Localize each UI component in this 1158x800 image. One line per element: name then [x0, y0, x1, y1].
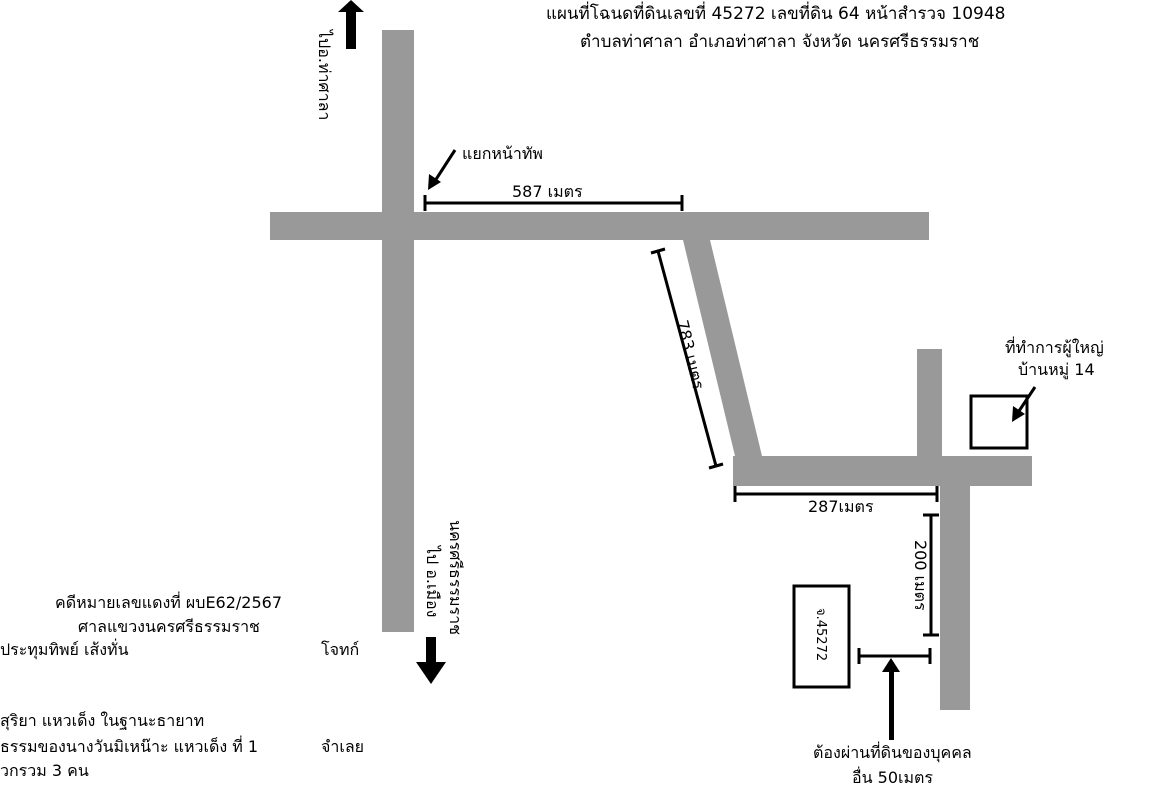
label-pass-1: ต้องผ่านที่ดินของบุคคล	[813, 743, 972, 762]
label-headman-2: บ้านหมู่ 14	[1018, 360, 1095, 379]
arrow-down-icon	[416, 637, 446, 684]
headman-office-box	[969, 394, 1029, 450]
case-defendant-2: ธรรมของนางวันมิเหน๊าะ แหวเด็ง ที่ 1	[0, 737, 259, 756]
label-dist-200: 200 เมตร	[911, 540, 930, 611]
case-defendant-role: จำเลย	[321, 737, 365, 756]
case-plaintiff-role: โจทก์	[321, 640, 360, 659]
measure-783-line	[650, 247, 724, 470]
label-pass-2: อื่น 50เมตร	[852, 768, 933, 787]
case-court: ศาลแขวงนครศรีธรรมราช	[78, 617, 260, 636]
label-intersection: แยกหน้าทัพ	[462, 144, 543, 163]
road-diagonal	[683, 240, 762, 456]
label-to-mueang-1: ไป อ.เมือง	[423, 546, 442, 618]
case-plaintiff: ประทุมทิพย์ เส้งทั่น	[0, 640, 129, 659]
case-defendant-1: สุริยา แหวเด็ง ในฐานะธายาท	[0, 711, 205, 730]
label-headman-1: ที่ทำการผู้ใหญ่	[1005, 338, 1104, 357]
label-parcel: จ.45272	[813, 608, 828, 662]
road-horizontal-lower	[733, 456, 1032, 486]
road-vertical-right-stub	[917, 349, 942, 457]
arrow-up-icon	[338, 0, 364, 49]
road-vertical-main	[382, 30, 414, 632]
road-vertical-right	[940, 486, 970, 710]
parcel-box	[792, 584, 851, 689]
case-number: คดีหมายเลขแดงที่ ผบE62/2567	[55, 593, 283, 612]
case-defendant-3: วกรวม 3 คน	[0, 761, 89, 780]
measure-200-line	[923, 513, 939, 637]
label-dist-587: 587 เมตร	[512, 182, 583, 201]
measure-50-line	[857, 648, 932, 664]
intersection-arrow-icon	[428, 149, 457, 190]
measure-287-line	[733, 486, 939, 502]
map-title-line2: ตำบลท่าศาลา อำเภอท่าศาลา จังหวัด นครศรีธ…	[580, 32, 980, 52]
label-to-mueang-2: นครศรีธรรมราช	[446, 520, 465, 635]
headman-arrow-icon	[1012, 386, 1037, 422]
label-dist-287: 287เมตร	[808, 497, 874, 516]
measure-587-line	[423, 195, 684, 211]
label-to-tha-sala: ไปอ.ท่าศาลา	[315, 30, 334, 121]
map-title-line1: แผนที่โฉนดที่ดินเลขที่ 45272 เลขที่ดิน 6…	[546, 4, 1006, 24]
road-horizontal-main	[270, 212, 929, 240]
access-arrow-icon	[882, 658, 900, 740]
